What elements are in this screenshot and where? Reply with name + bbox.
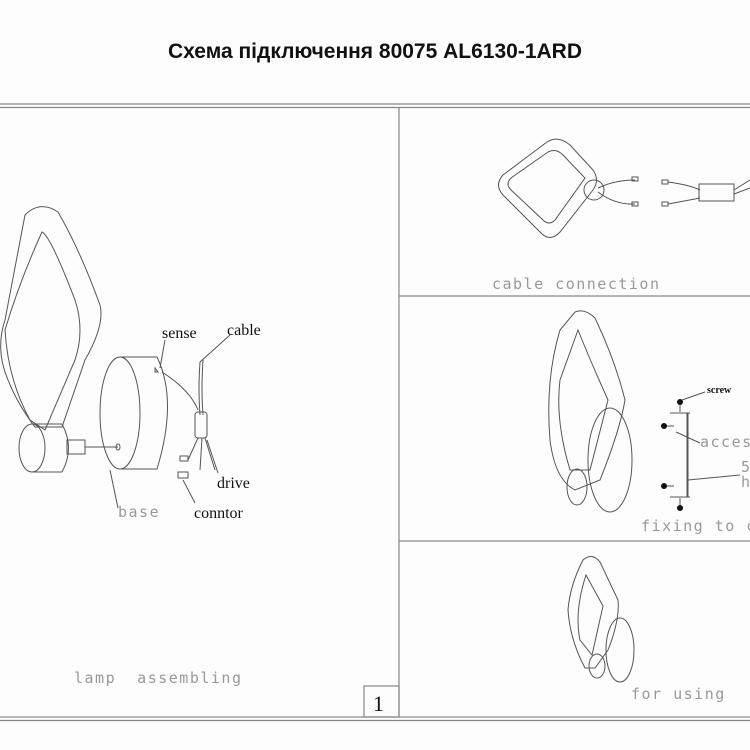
label-hole-b: h — [741, 473, 750, 491]
cable-and-driver-drawing — [109, 334, 231, 509]
page-title: Схема підключення 80075 AL6130-1ARD — [167, 40, 583, 63]
label-hole-a: 5 — [741, 458, 750, 476]
cable-connection-panel: cable connection — [492, 138, 750, 293]
base-cylinder-drawing — [99, 356, 168, 470]
label-cable: cable — [227, 322, 261, 339]
label-accessories: accesso — [700, 433, 750, 451]
for-using-panel: for using — [567, 556, 726, 703]
lamp-ring-drawing — [0, 206, 118, 473]
sheet-frame — [0, 103, 750, 722]
caption-cable-connection: cable connection — [492, 275, 661, 293]
fixing-panel: screw accesso 5 h fixing to ce — [548, 310, 750, 535]
caption-for-using: for using — [631, 685, 726, 703]
label-base: base — [118, 503, 160, 521]
label-connector: conntor — [194, 505, 244, 522]
label-screw: screw — [707, 385, 732, 396]
lamp-assembling-panel: sense cable drive conntor base lamp asse… — [0, 206, 261, 687]
page-number: 1 — [373, 691, 384, 716]
label-drive: drive — [217, 475, 250, 492]
label-sense: sense — [162, 325, 197, 342]
caption-lamp-assembling: lamp assembling — [74, 669, 243, 687]
caption-fixing: fixing to ce — [641, 517, 750, 535]
